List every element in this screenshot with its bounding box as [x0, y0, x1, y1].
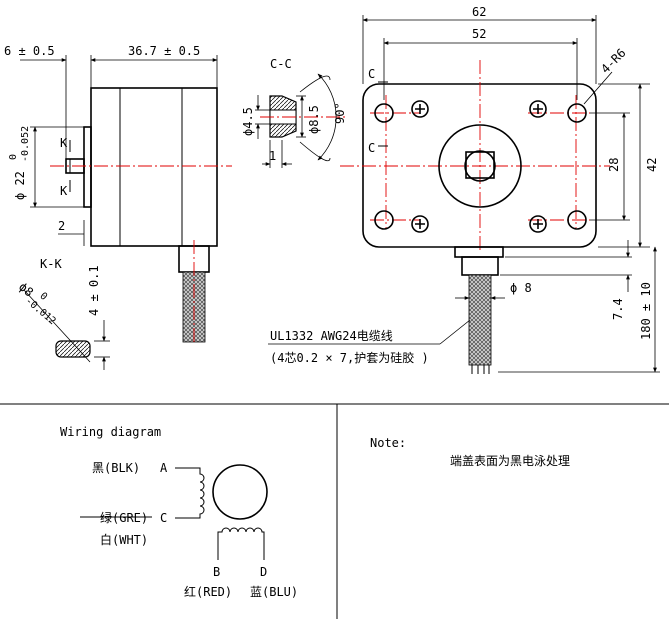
- wire-c-label2: 白(WHT): [100, 532, 148, 547]
- cable-note-line1: UL1332 AWG24电缆线: [270, 329, 393, 343]
- section-cc: C-C ϕ4.5 ϕ8.5 90° 1: [241, 57, 347, 168]
- front-shaft-flat: [465, 151, 495, 179]
- coil-bd: [217, 527, 265, 560]
- section-kk-flat: 4 ± 0.1: [87, 265, 101, 316]
- dim-hole-pitch-x: 52: [472, 27, 486, 41]
- section-kk-title: K-K: [40, 257, 62, 271]
- dim-boss: 2: [58, 219, 65, 233]
- dim-height: 42: [645, 158, 659, 172]
- wire-a-letter: A: [160, 461, 168, 475]
- section-mark-k-lower: K: [60, 184, 68, 198]
- front-flange: [362, 83, 597, 248]
- wire-b-label: 红(RED): [184, 584, 232, 599]
- coil-ac: [175, 467, 205, 519]
- front-boss-circle: [438, 124, 522, 208]
- cable-note-line2: (4芯0.2 × 7,护套为硅胶 ): [270, 350, 429, 365]
- wire-c-letter: C: [160, 511, 167, 525]
- dim-hole-pitch-y: 28: [607, 158, 621, 172]
- corner-hole-bl: [374, 210, 394, 230]
- dim-cable-offset: 7.4: [611, 298, 625, 320]
- corner-hole-br: [567, 210, 587, 230]
- front-view: 62 52 4-R6 C C 42 28 ϕ 8: [268, 5, 660, 374]
- wire-d-letter: D: [260, 565, 267, 579]
- section-c-lower: C: [368, 141, 375, 155]
- motor-body: [90, 87, 218, 247]
- section-cc-title: C-C: [270, 57, 292, 71]
- note-block: Note: 端盖表面为黑电泳处理: [370, 436, 570, 468]
- section-cc-depth: 1: [269, 149, 276, 163]
- section-kk-dia: ϕ8: [16, 280, 36, 300]
- screw-bl: [411, 215, 429, 233]
- wire-d-label: 蓝(BLU): [250, 585, 298, 599]
- corner-hole-tr: [567, 103, 587, 123]
- front-cable: [468, 274, 492, 366]
- wire-b-letter: B: [213, 565, 220, 579]
- dim-shaft-dia-tol-lower: -0.052: [20, 126, 31, 162]
- section-c-upper: C: [368, 67, 375, 81]
- front-boss: [83, 126, 92, 208]
- wire-a-label: 黑(BLK): [92, 461, 140, 475]
- dim-cable-len: 180 ± 10: [639, 282, 653, 340]
- side-view: 6 ± 0.5 36.7 ± 0.5 ϕ 22 0 -0.052 K K 2: [4, 44, 232, 345]
- dim-shaft-len: 6 ± 0.5: [4, 44, 55, 58]
- section-cc-dia-small: ϕ4.5: [241, 107, 255, 136]
- screw-tr: [529, 100, 547, 118]
- section-kk: K-K ϕ8 0 -0.012 4 ± 0.1: [16, 257, 110, 370]
- front-cable-gland: [454, 246, 504, 258]
- corner-hole-tl: [374, 103, 394, 123]
- front-shaft-circle: [464, 150, 496, 182]
- section-cc-dia-large: ϕ8.5: [307, 105, 321, 134]
- front-cable-gland-inner: [461, 256, 499, 276]
- screw-br: [529, 215, 547, 233]
- screw-tl: [411, 100, 429, 118]
- wiring-title: Wiring diagram: [60, 425, 161, 439]
- dim-body-len: 36.7 ± 0.5: [128, 44, 200, 58]
- note-text: 端盖表面为黑电泳处理: [450, 454, 570, 468]
- dim-cable-dia: ϕ 8: [510, 281, 532, 295]
- rotor-circle: [212, 464, 268, 520]
- section-mark-k-upper: K: [60, 136, 68, 150]
- dim-corner-holes: 4-R6: [598, 46, 628, 76]
- dim-shaft-dia: ϕ 22: [13, 171, 27, 200]
- section-kk-tol-upper: 0: [37, 291, 49, 303]
- dim-shaft-dia-tol-upper: 0: [8, 154, 19, 160]
- wiring-diagram: Wiring diagram 黑(BLK) A 绿(GRE) C 白(WHT) …: [60, 425, 298, 599]
- section-cc-angle: 90°: [333, 102, 347, 124]
- note-label: Note:: [370, 436, 406, 450]
- dim-width-total: 62: [472, 5, 486, 19]
